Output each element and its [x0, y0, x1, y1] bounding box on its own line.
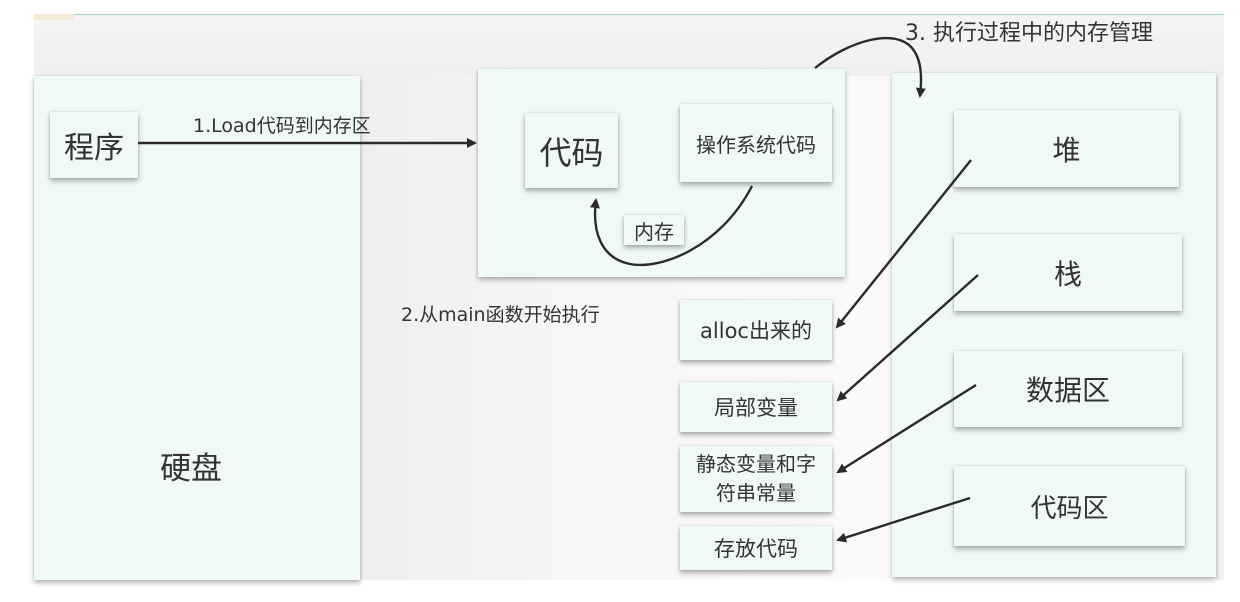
program-label: 程序 [64, 131, 124, 166]
local-var-label: 局部变量 [714, 396, 798, 420]
stack-box: 栈 [954, 234, 1182, 311]
code-store-label: 存放代码 [714, 537, 798, 561]
code-region-label: 代码区 [1030, 493, 1109, 524]
data-region-label: 数据区 [1025, 374, 1110, 407]
load-step-label: 1.Load代码到内存区 [193, 115, 371, 137]
code-store-box: 存放代码 [680, 526, 832, 570]
right-background-strip [1216, 76, 1224, 580]
static-box: 静态变量和字 符串常量 [680, 446, 832, 512]
heap-label: 堆 [1052, 133, 1081, 167]
static-label-line-1: 静态变量和字 [696, 452, 816, 476]
header-rule [74, 14, 1224, 15]
code-box: 代码 [525, 113, 618, 188]
disk-label: 硬盘 [160, 451, 222, 487]
program-box: 程序 [50, 112, 138, 178]
start-main-step-label: 2.从main函数开始执行 [401, 304, 600, 326]
stack-label: 栈 [1053, 257, 1082, 291]
os-code-label: 操作系统代码 [696, 132, 816, 157]
heap-box: 堆 [954, 110, 1179, 187]
local-var-box: 局部变量 [680, 382, 832, 432]
header-band [34, 14, 1224, 76]
manage-step-label: 3. 执行过程中的内存管理 [905, 21, 1153, 46]
memory-tag: 内存 [624, 215, 684, 245]
code-label: 代码 [539, 133, 604, 172]
memory-tag-label: 内存 [634, 219, 674, 244]
corner-mark [34, 14, 74, 20]
alloc-label: alloc出来的 [700, 319, 812, 343]
os-code-box: 操作系统代码 [680, 104, 832, 182]
alloc-box: alloc出来的 [680, 300, 832, 360]
code-region-box: 代码区 [954, 466, 1185, 546]
data-region-box: 数据区 [954, 351, 1182, 427]
static-label-line-2: 符串常量 [716, 481, 796, 505]
